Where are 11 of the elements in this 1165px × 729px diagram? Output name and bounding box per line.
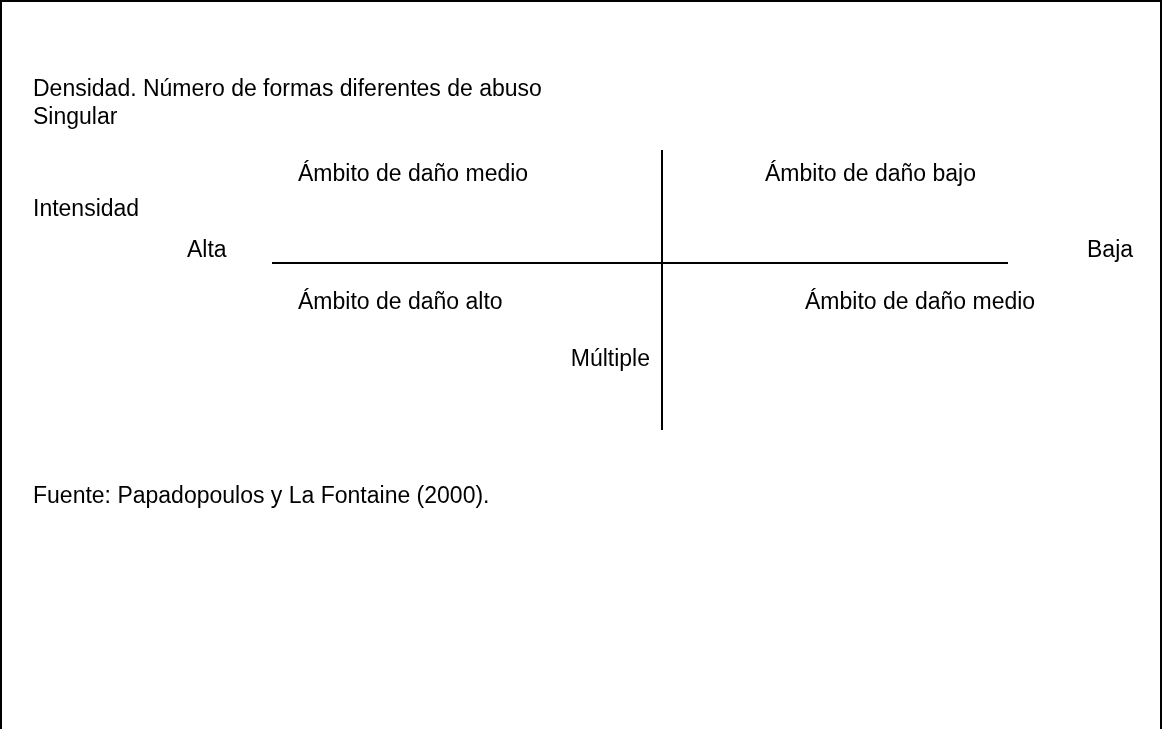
- quadrant-label: Ámbito de daño bajo: [765, 160, 976, 187]
- source-note: Fuente: Papadopoulos y La Fontaine (2000).: [33, 482, 490, 509]
- quadrant-label: Ámbito de daño medio: [805, 288, 1036, 315]
- quadrant-label: Ámbito de daño alto: [298, 288, 503, 315]
- axis-end-label: Múltiple: [570, 345, 650, 372]
- axis-end-label: Singular: [33, 103, 118, 130]
- axis-title: Densidad. Número de formas diferentes de abuso: [33, 75, 542, 102]
- axis-end-label: Baja: [1087, 236, 1134, 263]
- quadrant-label: Ámbito de daño medio: [298, 160, 529, 187]
- axis-title: Intensidad: [33, 195, 140, 222]
- axis-end-label: Alta: [187, 236, 227, 263]
